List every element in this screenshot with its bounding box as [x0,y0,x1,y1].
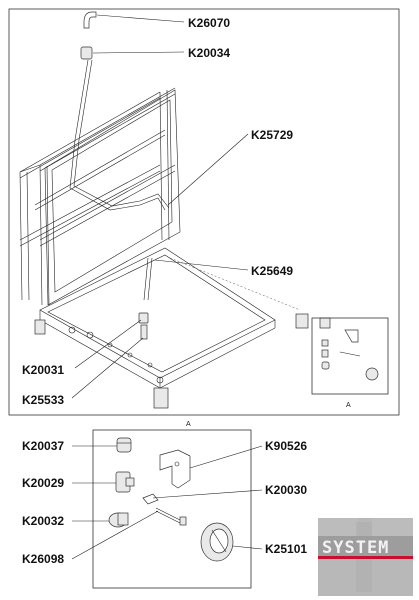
label-k26098: K26098 [22,552,64,566]
label-k20029: K20029 [22,476,64,490]
label-k26070: K26070 [188,16,230,30]
appliance-body [19,87,331,409]
fitting-k26070 [83,11,97,29]
label-k90526: K90526 [265,439,307,453]
pipe-assembly [69,59,170,301]
fitting-k20034 [80,46,93,60]
system-logo: SYSTEM [318,518,413,596]
label-k20031: K20031 [22,363,64,377]
logo-text: SYSTEM [322,538,389,558]
upper-frame [8,8,400,416]
part-k26098 [155,507,187,526]
label-k25649: K25649 [251,264,293,278]
part-k90526 [159,449,191,489]
label-k25729: K25729 [251,128,293,142]
part-k20037 [116,437,132,453]
label-k20032: K20032 [22,514,64,528]
part-k20030 [142,493,159,505]
detail-inset-upper [311,317,389,395]
label-k20037: K20037 [22,439,64,453]
fitting-k20031 [138,312,149,340]
detail-marker-upper: A [346,402,351,409]
part-k20032 [108,512,129,528]
lower-detail-frame [92,429,252,589]
label-k25101: K25101 [265,542,307,556]
label-k20034: K20034 [188,46,230,60]
part-k20029 [115,471,135,493]
part-k25101 [200,522,234,562]
label-k20030: K20030 [265,483,307,497]
label-k25533: K25533 [22,393,64,407]
detail-marker-lower: A [186,421,191,428]
